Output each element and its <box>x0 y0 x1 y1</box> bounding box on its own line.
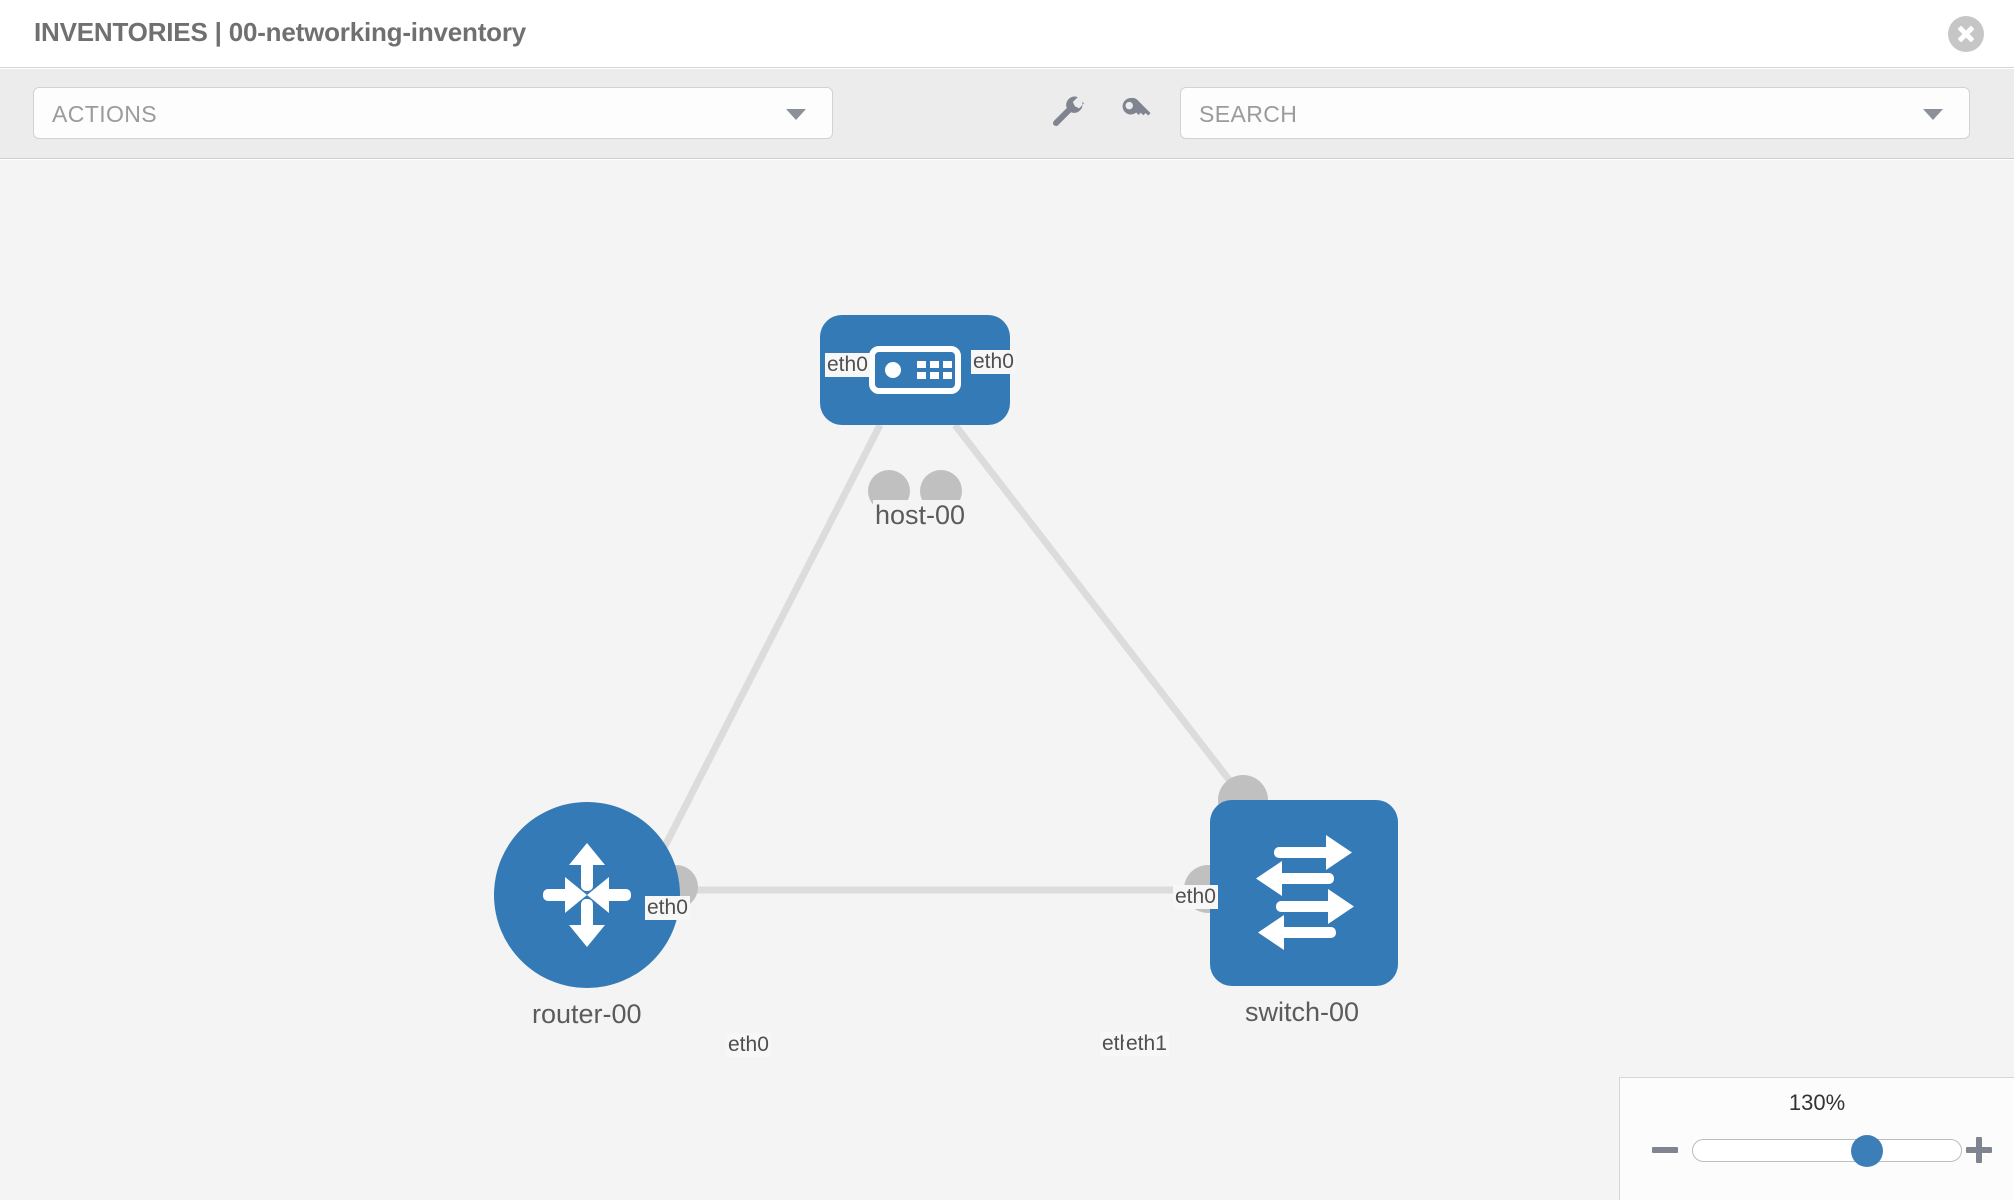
node-router-00[interactable]: router-00 <box>494 802 698 1030</box>
page-header: INVENTORIES | 00-networking-inventory <box>0 0 2014 68</box>
zoom-slider-track[interactable] <box>1692 1134 1962 1167</box>
server-icon <box>869 346 961 394</box>
node-label-host-00: host-00 <box>873 500 968 531</box>
zoom-slider-thumb[interactable] <box>1851 1134 1884 1167</box>
node-host-00[interactable]: host-00 <box>820 315 1010 531</box>
zoom-out-button[interactable] <box>1650 1135 1680 1165</box>
search-input[interactable]: SEARCH <box>1180 87 1970 139</box>
toolbar: ACTIONS SEARCH <box>0 69 2014 159</box>
chevron-down-icon <box>786 109 806 120</box>
zoom-in-button[interactable] <box>1964 1135 1994 1165</box>
iface-label-switch-left: eth1 <box>1124 1032 1169 1056</box>
link-host-switch <box>952 422 1240 793</box>
search-placeholder: SEARCH <box>1199 101 1298 127</box>
actions-dropdown-label: ACTIONS <box>52 101 158 127</box>
router-node-shape[interactable] <box>494 802 680 988</box>
close-icon[interactable] <box>1948 16 1984 52</box>
iface-label-switch-upper: eth0 <box>1173 885 1218 909</box>
switch-arrows-icon <box>1256 835 1354 950</box>
link-host-router <box>636 423 884 897</box>
actions-dropdown[interactable]: ACTIONS <box>33 87 833 139</box>
node-label-router-00: router-00 <box>530 999 644 1030</box>
iface-label-router-right: eth0 <box>726 1033 771 1057</box>
key-icon[interactable] <box>1118 95 1154 131</box>
node-label-switch-00: switch-00 <box>1243 997 1362 1028</box>
iface-label-host-left: eth0 <box>825 353 870 377</box>
zoom-control-panel: 130% <box>1619 1077 2014 1200</box>
zoom-level-value: 130% <box>1788 1090 1846 1115</box>
page-title: INVENTORIES | 00-networking-inventory <box>34 17 527 47</box>
router-arrows-icon <box>543 843 631 947</box>
node-switch-00[interactable]: switch-00 <box>1184 775 1410 1028</box>
switch-node-shape[interactable] <box>1210 800 1398 986</box>
chevron-down-icon[interactable] <box>1923 109 1943 120</box>
wrench-icon[interactable] <box>1050 95 1086 131</box>
iface-label-host-right: eth0 <box>971 350 1016 374</box>
iface-label-router-upper: eth0 <box>645 896 690 920</box>
topology-canvas[interactable]: host-00 eth0 eth0 <box>0 160 2014 1200</box>
topology-links <box>636 422 1240 897</box>
